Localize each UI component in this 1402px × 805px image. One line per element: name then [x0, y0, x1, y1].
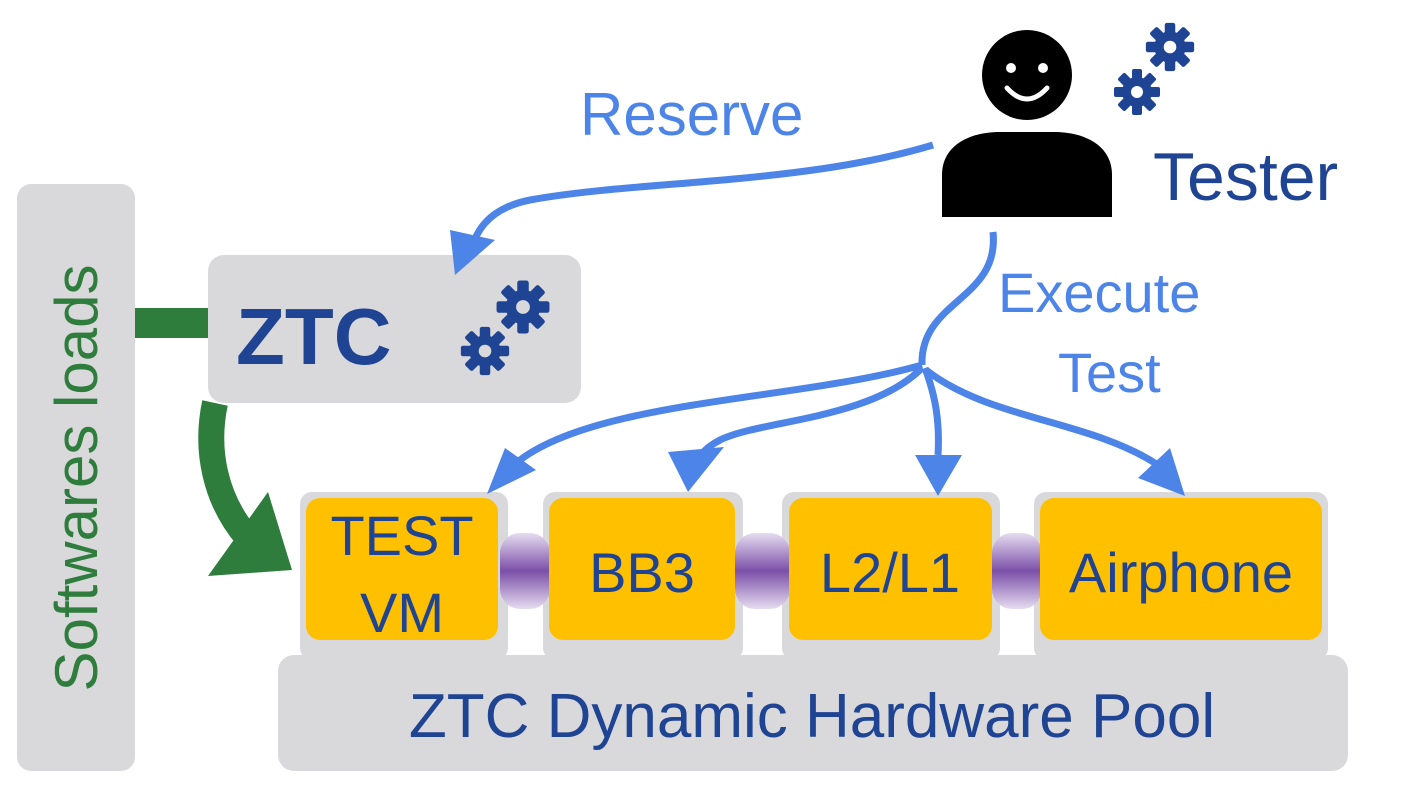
execute-label-line1: Execute [998, 261, 1200, 324]
reserve-arrowhead [450, 230, 495, 275]
execute-label-line2: Test [1058, 341, 1161, 404]
device-l2l1 [789, 498, 992, 640]
ztc-to-pool-arrowhead [208, 492, 292, 576]
device-test-vm-line2: VM [360, 581, 444, 644]
link-bb3-l2l1 [735, 533, 790, 609]
execute-arrowhead-bb3 [668, 447, 724, 492]
execute-arrowhead-airphone [1138, 448, 1185, 496]
execute-arrow-test-vm [517, 361, 923, 463]
tester-label: Tester [1153, 139, 1338, 215]
link-l2l1-airphone [992, 533, 1042, 609]
hardware-pool-label: ZTC Dynamic Hardware Pool [409, 682, 1215, 751]
gears-icon [1114, 22, 1195, 115]
device-bb3 [549, 498, 735, 640]
execute-arrowhead-test-vm [487, 448, 536, 494]
reserve-label: Reserve [580, 81, 803, 148]
execute-arrow-airphone [923, 367, 1160, 468]
ztc-title: ZTC [236, 292, 392, 381]
softwares-to-ztc-connector [135, 308, 210, 338]
person-icon [942, 30, 1112, 217]
device-l2l1-label: L2/L1 [820, 541, 960, 604]
ztc-to-pool-arrow [198, 400, 259, 547]
execute-arrow-bb3 [696, 365, 925, 461]
execute-arrowhead-l2l1 [915, 455, 962, 496]
device-test-vm [306, 498, 498, 640]
softwares-loads-panel [17, 184, 135, 771]
link-testvm-bb3 [500, 533, 550, 609]
hardware-pool-panel [278, 655, 1348, 771]
softwares-loads-label: Softwares loads [43, 265, 110, 692]
execute-arrow-l2l1 [921, 366, 942, 456]
device-airphone-label: Airphone [1069, 541, 1293, 604]
device-airphone [1040, 498, 1322, 640]
execute-trunk [918, 231, 997, 366]
device-bb3-label: BB3 [589, 541, 695, 604]
device-test-vm-line1: TEST [330, 504, 473, 567]
reserve-arrow [468, 141, 935, 249]
